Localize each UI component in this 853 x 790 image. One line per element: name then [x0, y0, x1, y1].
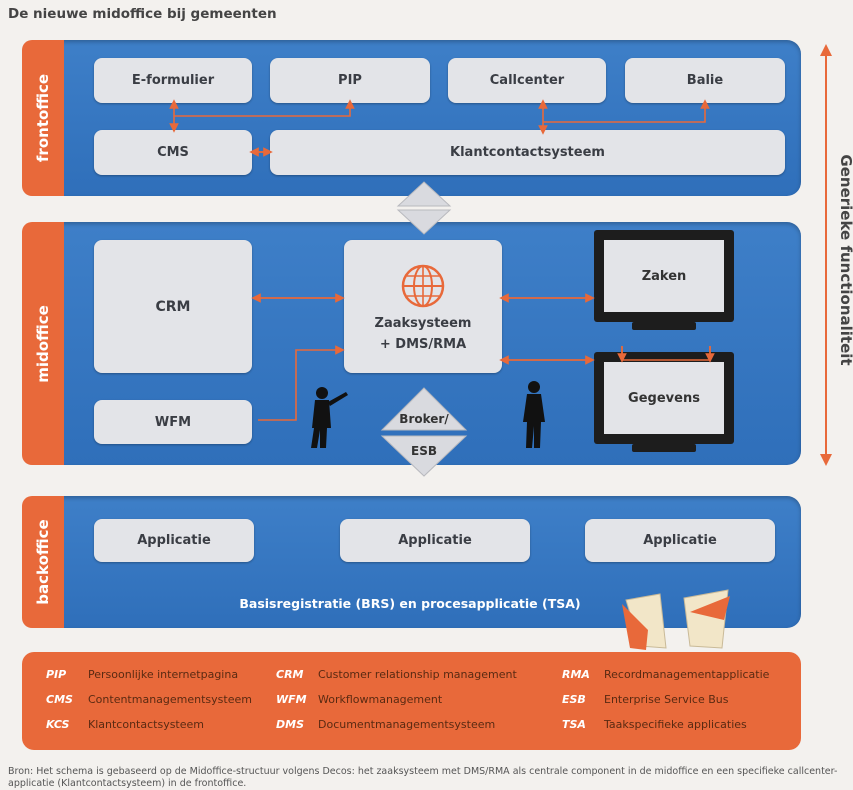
legend-abbr: WFM [276, 693, 307, 706]
gegevens-monitor: Gegevens [594, 352, 734, 444]
legend-text: Contentmanagementsysteem [88, 693, 252, 706]
legend-item: CRM Customer relationship management [276, 668, 517, 681]
broker-label: Broker/ [399, 412, 449, 426]
midoffice-label: midoffice [34, 304, 52, 383]
legend-abbr: DMS [276, 718, 304, 731]
frontoffice-label: frontoffice [34, 73, 52, 163]
gegevens-monitor-stand [632, 444, 696, 452]
backoffice-label: backoffice [34, 519, 52, 605]
legend-text: Workflowmanagement [318, 693, 443, 706]
applicatie-box-2: Applicatie [340, 519, 530, 562]
legend-item: WFM Workflowmanagement [276, 693, 442, 706]
frontoffice-tab: frontoffice [22, 40, 64, 196]
crm-box: CRM [94, 240, 252, 373]
legend-text: Taakspecifieke applicaties [604, 718, 747, 731]
legend-text: Klantcontactsysteem [88, 718, 204, 731]
legend-text: Enterprise Service Bus [604, 693, 729, 706]
legend-text: Customer relationship management [318, 668, 517, 681]
klantcontactsysteem-box: Klantcontactsysteem [270, 130, 785, 175]
midoffice-tab: midoffice [22, 222, 64, 465]
legend-text: Persoonlijke internetpagina [88, 668, 239, 681]
legend-item: TSA Taakspecifieke applicaties [562, 718, 747, 731]
legend-abbr: RMA [562, 668, 590, 681]
zaaksysteem-box: Zaaksysteem + DMS/RMA [344, 240, 502, 373]
legend-abbr: PIP [46, 668, 67, 681]
zaken-monitor-stand [632, 322, 696, 330]
legend-abbr: CMS [46, 693, 73, 706]
source-note: Bron: Het schema is gebaseerd op de Mido… [8, 766, 838, 789]
zaken-screen: Zaken [604, 240, 724, 312]
legend-abbr: TSA [562, 718, 586, 731]
legend-item: KCS Klantcontactsysteem [46, 718, 204, 731]
legend-item: ESB Enterprise Service Bus [562, 693, 728, 706]
callcenter-box: Callcenter [448, 58, 606, 103]
cms-box: CMS [94, 130, 252, 175]
pip-box: PIP [270, 58, 430, 103]
legend-item: RMA Recordmanagementapplicatie [562, 668, 769, 681]
backoffice-tab: backoffice [22, 496, 64, 628]
legend-item: CMS Contentmanagementsysteem [46, 693, 252, 706]
wfm-box: WFM [94, 400, 252, 444]
esb-label: ESB [411, 444, 437, 458]
side-label-container: Generieke functionaliteit [836, 80, 853, 440]
backoffice-panel [22, 496, 801, 628]
legend-item: PIP Persoonlijke internetpagina [46, 668, 238, 681]
gegevens-screen: Gegevens [604, 362, 724, 434]
legend-text: Documentmanagementsysteem [318, 718, 496, 731]
legend-abbr: CRM [276, 668, 304, 681]
legend-item: DMS Documentmanagementsysteem [276, 718, 495, 731]
globe-icon [401, 264, 445, 307]
diagram-title: De nieuwe midoffice bij gemeenten [8, 6, 277, 22]
applicatie-box-1: Applicatie [94, 519, 254, 562]
side-label: Generieke functionaliteit [837, 154, 853, 366]
dmsrma-label: + DMS/RMA [379, 336, 467, 352]
applicatie-box-3: Applicatie [585, 519, 775, 562]
zaaksysteem-label: Zaaksysteem [374, 315, 472, 331]
balie-box: Balie [625, 58, 785, 103]
eformulier-box: E-formulier [94, 58, 252, 103]
legend-text: Recordmanagementapplicatie [604, 668, 770, 681]
zaken-monitor: Zaken [594, 230, 734, 322]
legend-abbr: ESB [562, 693, 586, 706]
legend-abbr: KCS [46, 718, 70, 731]
legend-box: PIP Persoonlijke internetpagina CMS Conten… [22, 652, 801, 750]
basisregistratie-label: Basisregistratie (BRS) en procesapplicat… [239, 596, 581, 611]
